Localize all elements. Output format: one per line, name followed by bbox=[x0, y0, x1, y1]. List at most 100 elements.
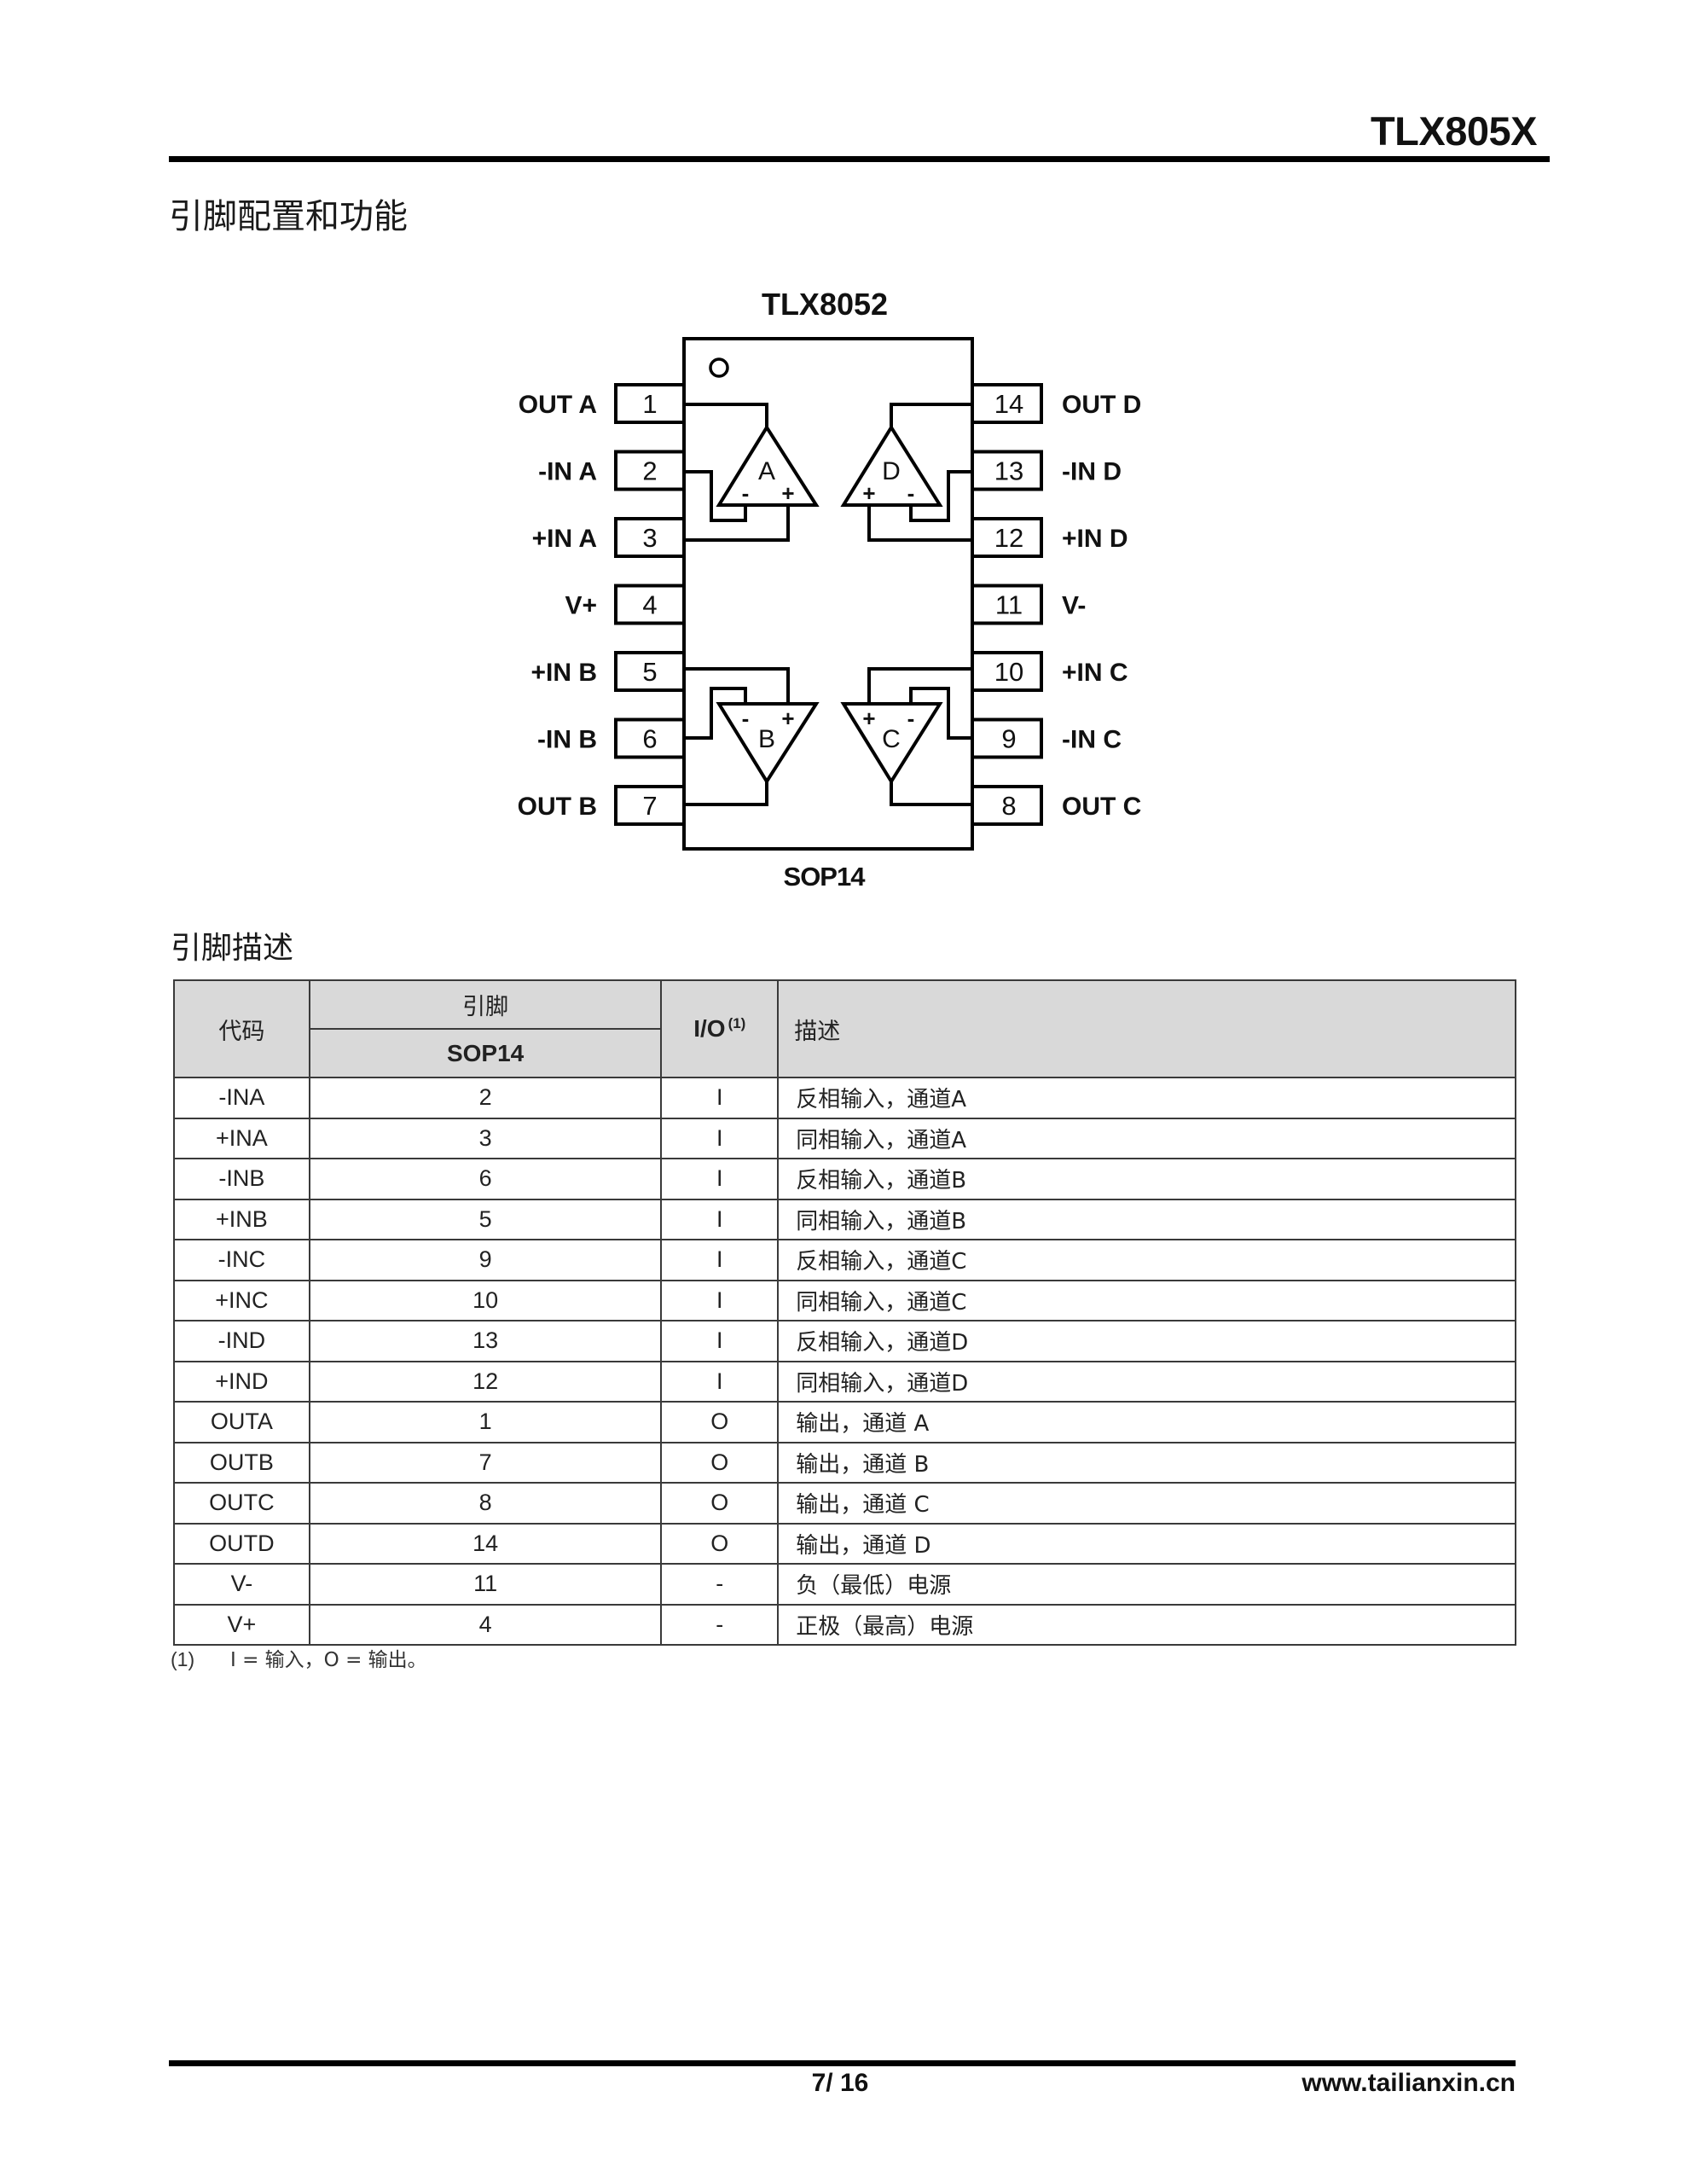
cell-code: +INB bbox=[173, 1198, 310, 1240]
cell-pin: 12 bbox=[308, 1360, 663, 1403]
cell-desc: 正极（最高）电源 bbox=[777, 1603, 1516, 1646]
cell-io: O bbox=[660, 1401, 780, 1443]
amplifier-d bbox=[840, 403, 972, 542]
amp-c-noninverting-trace bbox=[867, 667, 972, 704]
cell-code: +INC bbox=[173, 1279, 310, 1321]
pin-9: 9-IN C bbox=[971, 717, 1122, 759]
amplifier-c bbox=[840, 667, 972, 806]
pin-number: 8 bbox=[1001, 791, 1016, 821]
amp-a-triangle bbox=[716, 424, 820, 507]
pin-number: 3 bbox=[642, 523, 657, 553]
footnote-text: I = 输入，O = 输出。 bbox=[230, 1649, 427, 1671]
footer-url[interactable]: www.tailianxin.cn bbox=[1301, 2069, 1516, 2097]
cell-code: +IND bbox=[173, 1360, 310, 1403]
pin-label: -IN A bbox=[538, 458, 597, 486]
cell-pin: 6 bbox=[308, 1158, 663, 1200]
cell-desc: 同相输入，通道A bbox=[777, 1117, 1516, 1159]
pin-label: -IN D bbox=[1062, 458, 1122, 486]
pin-number: 4 bbox=[642, 590, 657, 620]
pin-box bbox=[614, 517, 686, 558]
pin-number: 5 bbox=[642, 657, 657, 687]
amp-a-inverting-trace bbox=[684, 470, 747, 522]
device-name: TLX8052 bbox=[762, 287, 888, 322]
pin-number: 9 bbox=[1001, 724, 1016, 754]
amp-d-triangle bbox=[840, 424, 943, 507]
amp-d-output-trace bbox=[890, 403, 972, 427]
package-name: SOP14 bbox=[784, 862, 867, 892]
amp-a-output-trace bbox=[684, 403, 768, 427]
pin-label: V- bbox=[1062, 592, 1086, 620]
pin-number: 2 bbox=[642, 456, 657, 486]
pin-5: 5+IN B bbox=[530, 651, 686, 692]
table-footnote: (1) I = 输入，O = 输出。 bbox=[171, 1645, 427, 1675]
amp-b-noninverting-trace bbox=[684, 667, 790, 704]
amp-b-plus-sign: + bbox=[781, 706, 794, 731]
amp-d-plus-sign: + bbox=[862, 480, 875, 506]
amplifier-b bbox=[684, 667, 820, 806]
pin-box bbox=[971, 651, 1043, 692]
pin-number: 10 bbox=[994, 657, 1023, 687]
header-package: SOP14 bbox=[308, 1028, 663, 1078]
cell-io: O bbox=[660, 1522, 780, 1565]
header-rule bbox=[169, 156, 1550, 162]
table-row: V+4-正极（最高）电源 bbox=[173, 1603, 1516, 1646]
cell-desc: 反相输入，通道D bbox=[777, 1320, 1516, 1362]
cell-pin: 4 bbox=[308, 1603, 663, 1646]
header-code: 代码 bbox=[173, 979, 310, 1078]
cell-io: O bbox=[660, 1441, 780, 1484]
cell-desc: 反相输入，通道B bbox=[777, 1158, 1516, 1200]
header-io-note: (1) bbox=[728, 1015, 746, 1031]
chip-body bbox=[682, 337, 974, 851]
amp-c-label: C bbox=[882, 725, 901, 753]
amp-c-inverting-trace bbox=[909, 687, 972, 740]
cell-desc: 输出，通道 D bbox=[777, 1522, 1516, 1565]
cell-io: I bbox=[660, 1077, 780, 1119]
pin-4: 4V+ bbox=[565, 584, 686, 625]
pin-10: 10 +IN C bbox=[971, 651, 1128, 692]
cell-code: OUTB bbox=[173, 1441, 310, 1484]
cell-io: I bbox=[660, 1360, 780, 1403]
pin-number: 14 bbox=[994, 389, 1023, 419]
page-number: 7/ 16 bbox=[811, 2069, 869, 2097]
cell-pin: 1 bbox=[308, 1401, 663, 1443]
pin-box bbox=[614, 450, 686, 491]
cell-code: V+ bbox=[173, 1603, 310, 1646]
header-io-label: I/O bbox=[693, 1015, 726, 1042]
cell-desc: 输出，通道 A bbox=[777, 1401, 1516, 1443]
amp-a-minus-sign: - bbox=[742, 480, 750, 506]
cell-desc: 同相输入，通道B bbox=[777, 1198, 1516, 1240]
pin-2: 2 -IN A bbox=[538, 450, 686, 491]
cell-pin: 3 bbox=[308, 1117, 663, 1159]
cell-desc: 输出，通道 B bbox=[777, 1441, 1516, 1484]
cell-desc: 同相输入，通道D bbox=[777, 1360, 1516, 1403]
amp-b-label: B bbox=[758, 725, 775, 753]
cell-pin: 7 bbox=[308, 1441, 663, 1484]
pin-label: OUT A bbox=[519, 391, 597, 419]
cell-desc: 反相输入，通道A bbox=[777, 1077, 1516, 1119]
pin-label: +IN C bbox=[1062, 659, 1128, 687]
amp-c-triangle bbox=[840, 702, 943, 785]
cell-code: OUTD bbox=[173, 1522, 310, 1565]
cell-io: I bbox=[660, 1117, 780, 1159]
pin-number: 12 bbox=[994, 523, 1023, 553]
pin-description-title: 引脚描述 bbox=[171, 931, 294, 966]
amp-d-inverting-trace bbox=[909, 470, 972, 522]
pin-box bbox=[971, 584, 1043, 625]
cell-io: I bbox=[660, 1279, 780, 1321]
cell-desc: 反相输入，通道C bbox=[777, 1239, 1516, 1281]
cell-pin: 14 bbox=[308, 1522, 663, 1565]
amp-c-output-trace bbox=[890, 781, 972, 806]
footnote-number: (1) bbox=[171, 1648, 195, 1670]
cell-desc: 负（最低）电源 bbox=[777, 1563, 1516, 1606]
cell-pin: 13 bbox=[308, 1320, 663, 1362]
cell-io: I bbox=[660, 1239, 780, 1281]
